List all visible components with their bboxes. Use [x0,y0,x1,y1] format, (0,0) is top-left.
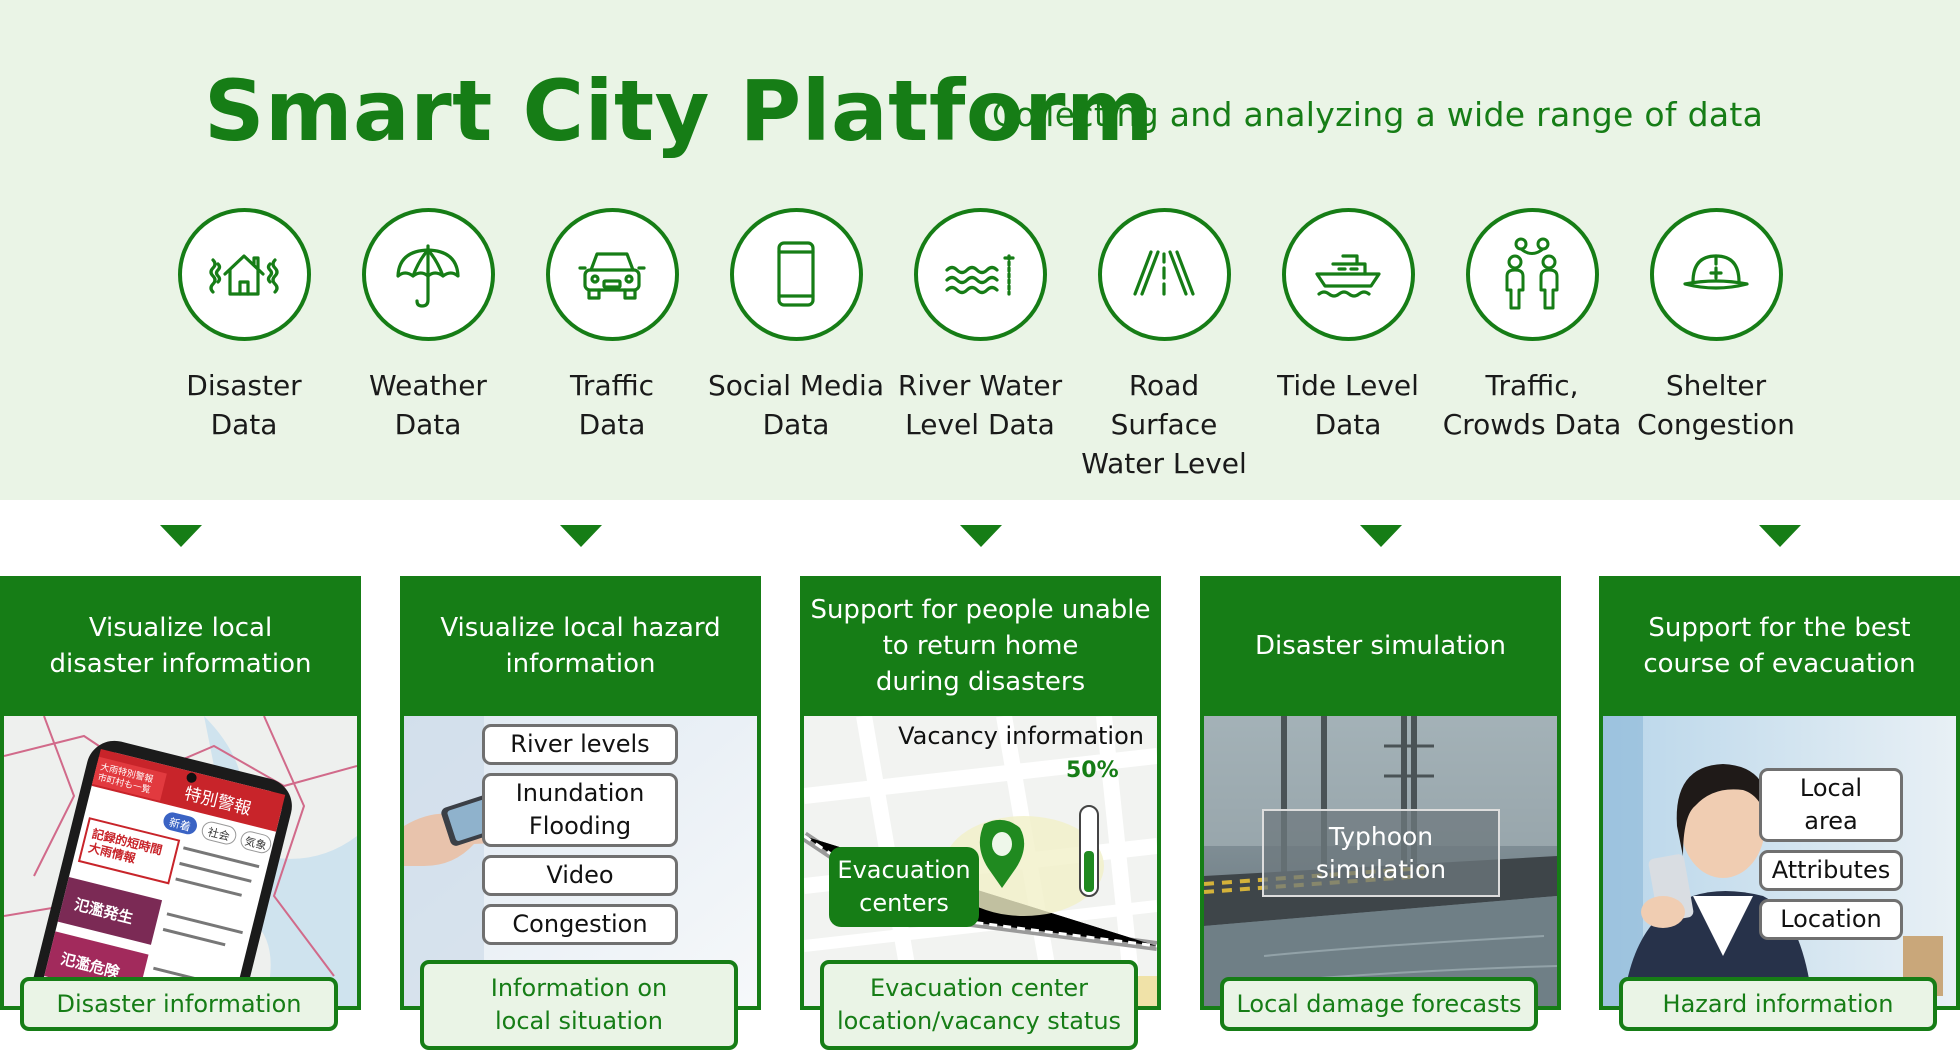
phone-tab-new: 新着 [168,815,193,834]
panel-heading: Support for people unable to return home… [810,595,1151,697]
down-arrow-icon [1759,525,1801,547]
panel-footer-tag: Hazard information [1619,977,1937,1031]
source-traffic-crowds-data: Traffic, Crowds Data [1440,208,1624,444]
source-label: Tide Level Data [1277,369,1419,441]
panel-heading: Disaster simulation [1255,631,1506,661]
woman-with-phone-image: Local area Attributes Location [1603,716,1956,1006]
vacancy-label: Vacancy information [898,722,1144,750]
helmet-icon [1649,208,1783,341]
source-social-media-data: Social Media Data [704,208,888,444]
source-label: Social Media Data [707,369,884,441]
panel-heading: Visualize local hazard information [440,613,721,679]
page-subtitle: Collecting and analyzing a wide range of… [992,95,1764,134]
panel-footer-tag: Disaster information [20,977,338,1031]
chip-attributes: Attributes [1759,850,1903,891]
down-arrow-icon [560,525,602,547]
hand-holding-phone-image: River levels Inundation Flooding Video C… [404,716,757,1006]
panel-heading: Visualize local disaster information [49,613,312,679]
source-label: River Water Level Data [897,369,1063,441]
source-label: Road Surface Water Level [1081,369,1247,480]
source-label: Traffic, Crowds Data [1442,369,1622,441]
car-icon [545,208,679,341]
source-shelter-congestion: Shelter Congestion [1624,208,1808,444]
flooded-street-image: Typhoon simulation [1204,716,1557,1006]
chip-location: Location [1759,899,1903,940]
down-arrow-icon [1360,525,1402,547]
source-label: Shelter Congestion [1637,369,1795,441]
panel-footer-tag: Information on local situation [420,960,738,1050]
panel-footer-tag: Local damage forecasts [1220,977,1538,1031]
vacancy-level-fill [1084,851,1094,892]
vacancy-percent: 50% [1066,758,1119,783]
panel-footer-tag: Evacuation center location/vacancy statu… [820,960,1138,1050]
data-sources-section: Smart City Platform Collecting and analy… [0,0,1960,500]
umbrella-icon [361,208,495,341]
panel-disaster-simulation: Disaster simulation Typhoon simulation L… [1200,576,1561,1031]
source-river-water-level: River Water Level Data [888,208,1072,444]
phone-tab-weather: 気象 [243,834,268,853]
map-background: 特別警報 大雨特別警報市町村も一覧 新着 社会 気象 記録的短時間大雨情報 氾濫… [4,716,357,1006]
source-tide-level-data: Tide Level Data [1256,208,1440,444]
source-label: Disaster Data [186,369,302,441]
source-label: Traffic Data [569,369,655,441]
chip-river-levels: River levels [482,724,678,765]
source-weather-data: Weather Data [336,208,520,444]
panel-local-hazard: Visualize local hazard information River… [400,576,761,1050]
phone-tab-social: 社会 [206,825,231,844]
panel-heading: Support for the best course of evacuatio… [1643,613,1916,679]
evacuation-centers-label: Evacuation centers [829,847,979,927]
down-arrow-icon [960,525,1002,547]
hazard-chip-list: Local area Attributes Location [1759,768,1903,940]
hazard-chip-list: River levels Inundation Flooding Video C… [482,724,678,945]
panel-evacuation-course: Support for the best course of evacuatio… [1599,576,1960,1031]
source-disaster-data: Disaster Data [152,208,336,444]
panel-disaster-information: Visualize local disaster information 特別警… [0,576,361,1031]
road-icon [1097,208,1231,341]
water-level-icon [913,208,1047,341]
page-title: Smart City Platform [204,62,1155,160]
people-icon [1465,208,1599,341]
source-traffic-data: Traffic Data [520,208,704,444]
evacuation-map-image: Vacancy information 50% Evacuation cente… [804,716,1157,1006]
source-road-surface-water: Road Surface Water Level [1072,208,1256,483]
chip-local-area: Local area [1759,768,1903,842]
down-arrow-icon [160,525,202,547]
chip-inundation-flooding: Inundation Flooding [482,773,678,847]
panel-evacuation-support: Support for people unable to return home… [800,576,1161,1050]
typhoon-simulation-overlay: Typhoon simulation [1262,809,1500,897]
smartphone-disaster-app-image: 特別警報 大雨特別警報市町村も一覧 新着 社会 気象 記録的短時間大雨情報 氾濫… [4,716,357,1006]
chip-video: Video [482,855,678,896]
ship-icon [1281,208,1415,341]
chip-congestion: Congestion [482,904,678,945]
source-label: Weather Data [369,369,487,441]
house-shaking-icon [177,208,311,341]
smartphone-icon [729,208,863,341]
